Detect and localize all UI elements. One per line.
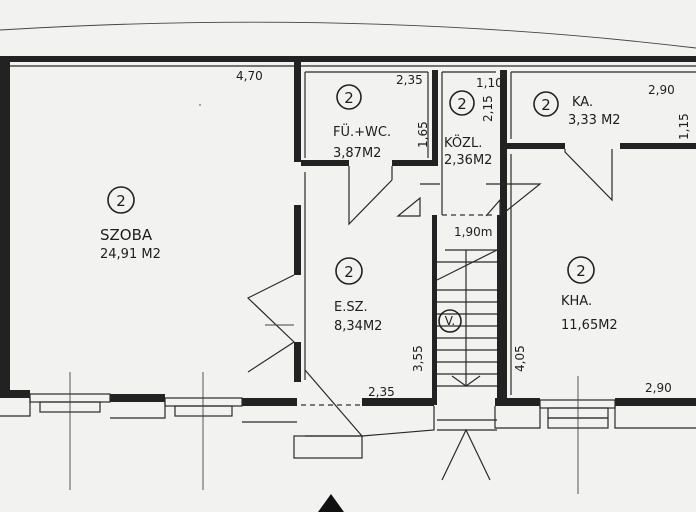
north-arrow-icon: [318, 494, 344, 512]
dim-szoba-width: 4,70: [236, 69, 263, 83]
room-circle-furdo: [336, 84, 362, 110]
dim-eloszoba-width: 2,35: [368, 385, 395, 399]
grid-lines: [69, 104, 579, 494]
exterior-walls: [0, 56, 696, 406]
room-eloszoba: 2 E.SZ. 8,34M2: [334, 263, 382, 334]
room-area: 8,34M2: [334, 319, 382, 334]
interior-wall-outline: [304, 71, 696, 395]
dim-kozl-depth: 2,15: [481, 95, 495, 122]
room-area: 3,33 M2: [568, 113, 621, 128]
dim-konyha-depth: 4,05: [513, 345, 527, 372]
dim-corridor-width: 1,90m: [454, 225, 492, 239]
interior-walls: [294, 62, 696, 405]
room-number: 2: [457, 95, 467, 113]
room-konyha: 2 KHA. 11,65M2: [561, 262, 618, 333]
dim-eloszoba-depth: 3,55: [411, 345, 425, 372]
room-circle-szoba: [107, 186, 135, 214]
room-number-circles: [107, 84, 595, 333]
room-name: E.SZ.: [334, 300, 368, 315]
stair-circle: [438, 309, 462, 333]
room-number: 2: [344, 263, 354, 281]
thresholds: [301, 214, 496, 406]
room-kozl: 2 KÖZL. 2,36M2: [444, 95, 492, 168]
dim-konyha-width: 2,90: [645, 381, 672, 395]
dim-furdo-width: 2,35: [396, 73, 423, 87]
dimension-labels: 4,70 2,35 1,65 1,10 2,15 2,90 1,15 1,90m…: [236, 69, 691, 399]
room-circle-kamra: [533, 91, 559, 117]
room-name: SZOBA: [100, 226, 153, 244]
dim-kamra-width: 2,90: [648, 83, 675, 97]
room-area: 3,87M2: [333, 146, 381, 161]
room-circle-konyha: [567, 256, 595, 284]
dim-kozl-width: 1,10: [476, 76, 503, 90]
room-number: 2: [576, 262, 586, 280]
room-number: 2: [541, 96, 551, 114]
dim-furdo-depth: 1,65: [416, 121, 430, 148]
room-area: 2,36M2: [444, 153, 492, 168]
doors: [246, 149, 613, 459]
room-name: FÜ.+WC.: [333, 123, 391, 140]
stair-label: V.: [445, 314, 455, 328]
room-number: 2: [344, 89, 354, 107]
room-area: 24,91 M2: [100, 247, 161, 262]
room-furdo: 2 FÜ.+WC. 3,87M2: [333, 89, 391, 161]
room-circle-kozl: [449, 90, 475, 116]
room-name: KHA.: [561, 294, 592, 309]
room-area: 11,65M2: [561, 318, 618, 333]
room-kamra: 2 KA. 3,33 M2: [541, 95, 620, 128]
room-number: 2: [116, 192, 126, 210]
dim-kamra-depth: 1,15: [677, 113, 691, 140]
paper-fold-line: [0, 21, 696, 49]
room-name: KÖZL.: [444, 134, 482, 151]
staircase: [436, 249, 498, 481]
exterior-wall-outline: [0, 398, 696, 437]
room-name: KA.: [572, 95, 593, 110]
room-circle-eloszoba: [335, 257, 363, 285]
room-szoba: 2 SZOBA 24,91 M2: [100, 192, 161, 262]
